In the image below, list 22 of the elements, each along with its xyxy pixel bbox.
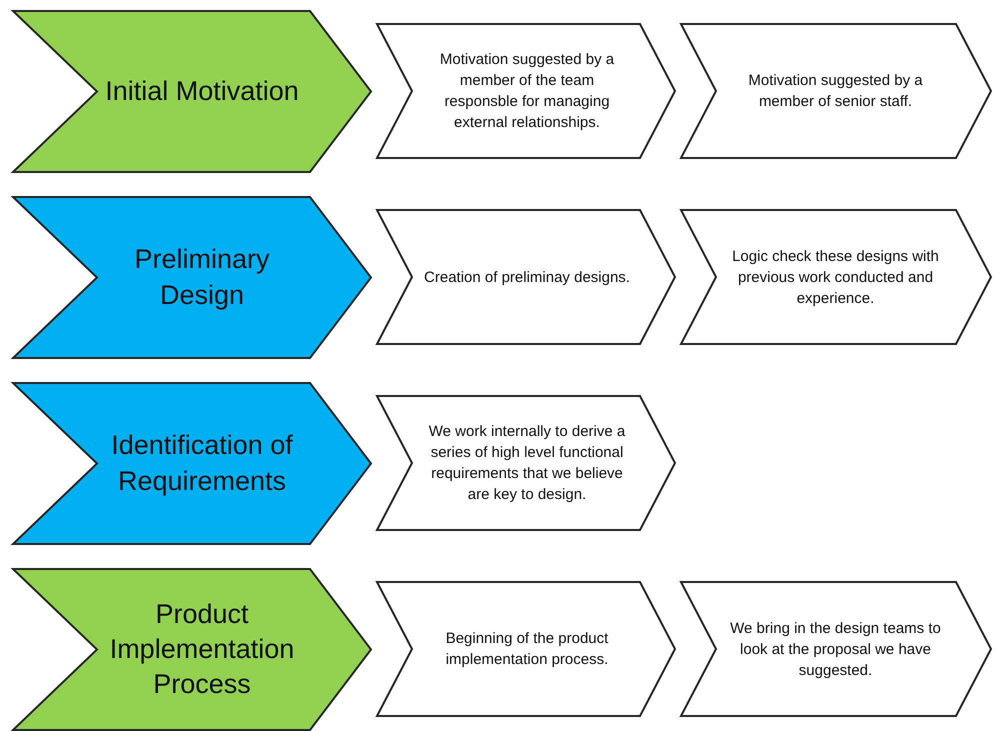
chevron-box: [376, 23, 676, 159]
chevron-box: [376, 581, 676, 717]
chevron-box: [680, 581, 992, 717]
chevron-shape: [12, 568, 372, 731]
step-description: Creation of preliminay designs.: [424, 268, 630, 288]
chevron-box: [680, 209, 992, 345]
chevron-shape: [12, 10, 372, 173]
step-title: Initial Motivation: [105, 74, 299, 108]
step-title: Product Implementation Process: [108, 598, 296, 702]
step-description: Beginning of the product implementation process.: [444, 629, 610, 670]
chevron-box: [680, 23, 992, 159]
step-description: Motivation suggested by a member of the team responsble for managing external relationships.: [438, 50, 616, 133]
step-title: Preliminary Design: [133, 243, 271, 312]
step-description: We bring in the design teams to look at the proposal we have suggested.: [729, 618, 942, 680]
chevron-box: [376, 209, 676, 345]
chevron-shape: [12, 196, 372, 359]
step-description: Motivation suggested by a member of senior staff.: [747, 71, 924, 112]
step-title: Identification of Requirements: [110, 429, 294, 498]
step-description: Logic check these designs with previous work conducted and experience.: [731, 246, 940, 308]
chevron-box: [376, 395, 676, 531]
step-description: We work internally to derive a series of high level functional requirements that we believe are key to design.: [428, 422, 626, 505]
chevron-shape: [12, 382, 372, 545]
